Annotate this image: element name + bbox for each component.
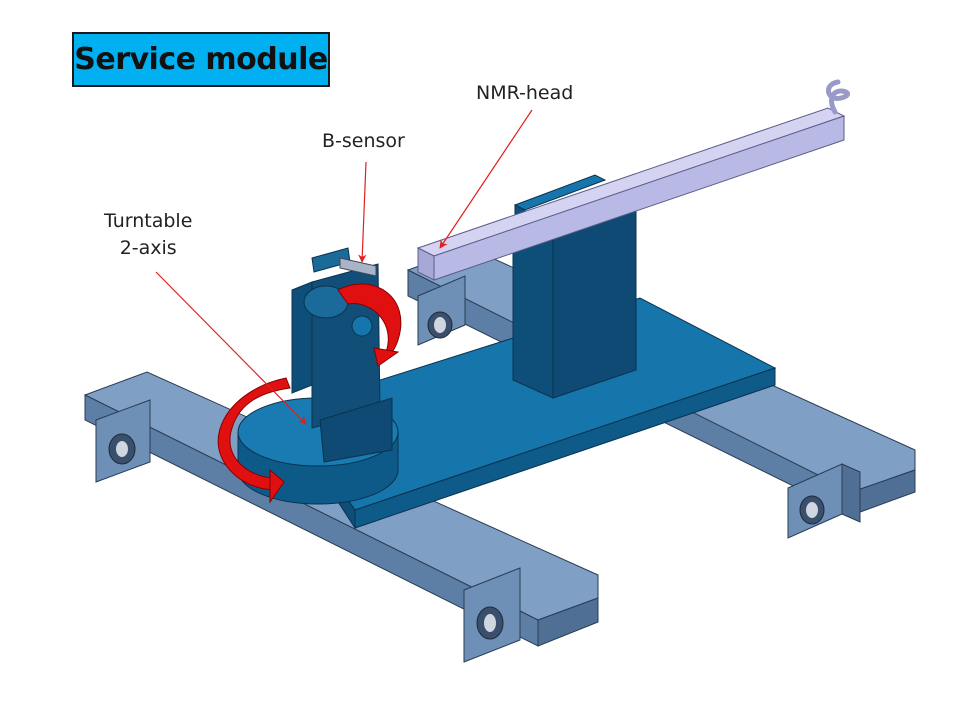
nmr-holder-block <box>512 174 638 399</box>
rail-carriage <box>787 463 861 539</box>
label-nmr-head-text: NMR-head <box>476 82 574 104</box>
leader-line-turntable <box>155 271 307 425</box>
title-box: Service module <box>72 32 330 87</box>
leader-line-nmr-head <box>439 109 533 249</box>
rail-carriage <box>417 275 466 346</box>
label-nmr-head: NMR-head <box>476 80 573 107</box>
label-turntable: Turntable 2-axis <box>104 208 192 261</box>
nmr-bar <box>416 79 850 281</box>
nmr-hook <box>826 79 850 115</box>
label-b-sensor-text: B-sensor <box>322 130 405 152</box>
rail-carriage <box>95 399 151 483</box>
label-turntable-line2: 2-axis <box>119 236 177 259</box>
label-turntable-line1: Turntable <box>104 210 193 232</box>
label-b-sensor: B-sensor <box>322 128 405 155</box>
rotation-arrow-vertical <box>337 283 402 367</box>
rotation-arrow-horizontal <box>217 377 291 504</box>
rail-carriage <box>463 567 521 663</box>
page-title: Service module <box>74 42 328 77</box>
leader-line-b-sensor <box>358 161 367 263</box>
